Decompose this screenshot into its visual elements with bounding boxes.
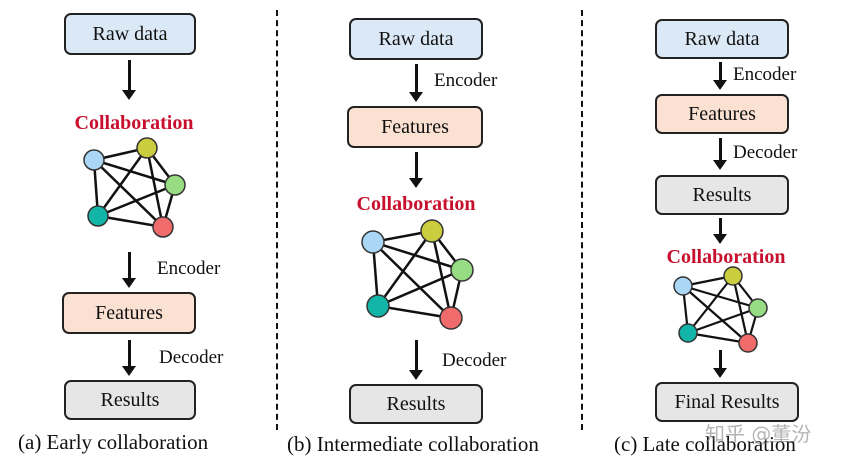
arrow-raw-to-features-b <box>409 64 423 102</box>
results-label-b: Results <box>386 392 446 415</box>
arrow-results-to-collab-c <box>713 218 727 244</box>
node-olive-a <box>136 137 158 159</box>
raw-data-box-b: Raw data <box>349 18 483 60</box>
arrow-collab-to-results-b <box>409 340 423 380</box>
node-green-a <box>164 174 186 196</box>
arrow-raw-to-collab-a <box>122 60 136 100</box>
raw-data-label-b: Raw data <box>378 27 454 50</box>
node-red-c <box>738 333 758 353</box>
final-results-label-c: Final Results <box>674 390 780 413</box>
decoder-label-a: Decoder <box>159 347 224 368</box>
features-box-b: Features <box>347 106 483 148</box>
results-label-a: Results <box>100 388 160 411</box>
features-label-a: Features <box>95 301 163 324</box>
caption-a: (a) Early collaboration <box>18 430 209 454</box>
arrow-raw-to-features-c <box>713 62 727 90</box>
node-olive-c <box>723 266 743 286</box>
arrow-collab-to-features-a <box>122 252 136 288</box>
raw-data-label-c: Raw data <box>684 27 760 50</box>
encoder-label-c: Encoder <box>733 64 797 85</box>
node-blue-c <box>673 276 693 296</box>
divider-left <box>276 10 278 430</box>
arrow-features-to-results-a <box>122 340 136 376</box>
final-results-box-c: Final Results <box>655 382 799 422</box>
encoder-label-b: Encoder <box>434 70 498 91</box>
caption-b: (b) Intermediate collaboration <box>287 432 539 456</box>
features-box-a: Features <box>62 292 196 334</box>
results-box-c: Results <box>655 175 789 215</box>
node-green-b <box>450 258 474 282</box>
watermark: 知乎 @董汾 <box>705 422 812 446</box>
node-teal-c <box>678 323 698 343</box>
features-label-b: Features <box>381 115 449 138</box>
collaboration-label-c: Collaboration <box>666 246 786 268</box>
node-green-c <box>748 298 768 318</box>
node-red-b <box>439 306 463 330</box>
features-label-c: Features <box>688 102 756 125</box>
divider-right <box>581 10 583 430</box>
collaboration-label-b: Collaboration <box>356 193 476 215</box>
decoder-label-b: Decoder <box>442 350 507 371</box>
caption-c: (c) Late collaboration <box>614 432 796 456</box>
arrow-features-to-collab-b <box>409 152 423 188</box>
raw-data-box-a: Raw data <box>64 13 196 55</box>
node-red-a <box>152 216 174 238</box>
node-blue-a <box>83 149 105 171</box>
results-box-a: Results <box>64 380 196 420</box>
collaboration-label-a: Collaboration <box>74 112 194 134</box>
node-teal-a <box>87 205 109 227</box>
arrow-features-to-results-c <box>713 138 727 170</box>
arrow-collab-to-final-c <box>713 350 727 378</box>
node-teal-b <box>366 294 390 318</box>
node-blue-b <box>361 230 385 254</box>
encoder-label-a: Encoder <box>157 258 221 279</box>
raw-data-label-a: Raw data <box>92 22 168 45</box>
decoder-label-c: Decoder <box>733 142 798 163</box>
results-label-c: Results <box>692 183 752 206</box>
results-box-b: Results <box>349 384 483 424</box>
raw-data-box-c: Raw data <box>655 19 789 59</box>
features-box-c: Features <box>655 94 789 134</box>
node-olive-b <box>420 219 444 243</box>
